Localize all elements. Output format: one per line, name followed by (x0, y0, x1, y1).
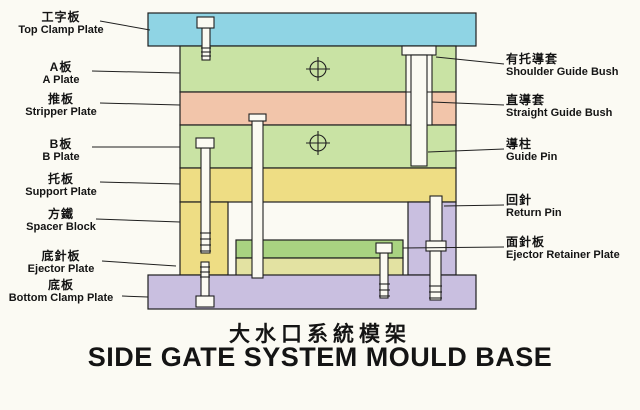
screw-symbol-a-plate (306, 57, 330, 81)
label-spacer-block: 方鐵 Spacer Block (0, 207, 122, 234)
guide-pin-shaft (410, 54, 428, 167)
label-ejector-plate: 底針板 Ejector Plate (0, 249, 122, 276)
leader-return-pin (443, 204, 505, 207)
pin-head (425, 240, 447, 252)
label-straight-guide-bush-zh: 直導套 (506, 93, 546, 107)
label-shoulder-guide-bush-zh: 有托導套 (506, 52, 559, 66)
leader-spacer-block (95, 218, 181, 223)
label-spacer-block-en: Spacer Block (26, 221, 96, 234)
label-stripper-plate-zh: 推板 (47, 92, 74, 106)
label-stripper-plate-en: Stripper Plate (25, 106, 97, 119)
label-ejector-retainer-plate-zh: 面針板 (506, 235, 546, 249)
guide-bush-assembly (401, 45, 437, 167)
label-b-plate: B板 B Plate (0, 137, 122, 164)
label-b-plate-zh: B板 (49, 137, 73, 151)
pin-lower-shaft (429, 250, 442, 301)
ejector-plate-screw (375, 242, 393, 299)
leader-straight-guide-bush (431, 101, 505, 106)
screw-shaft (201, 27, 211, 61)
screw-head (195, 295, 215, 308)
label-guide-pin-zh: 導柱 (506, 137, 533, 151)
return-pin-screw (425, 195, 447, 301)
leader-guide-pin (427, 148, 505, 153)
screw-symbol-b-plate (306, 131, 330, 155)
label-straight-guide-bush-en: Straight Guide Bush (506, 107, 613, 120)
label-ejector-retainer-plate: 面針板 Ejector Retainer Plate (506, 235, 640, 262)
label-straight-guide-bush: 直導套 Straight Guide Bush (506, 93, 640, 120)
label-return-pin: 回針 Return Pin (506, 193, 640, 220)
leader-shoulder-guide-bush (435, 56, 505, 65)
pin-upper-shaft (429, 195, 443, 242)
leader-ejector-retainer-plate (402, 246, 505, 249)
shoulder-bush-flange (401, 45, 437, 56)
pins-and-screws (195, 16, 447, 308)
label-a-plate-en: A Plate (42, 74, 80, 87)
label-stripper-plate: 推板 Stripper Plate (0, 92, 122, 119)
label-ejector-plate-zh: 底針板 (41, 249, 81, 263)
screw-shaft (379, 252, 389, 299)
label-bottom-clamp-plate-zh: 底板 (47, 278, 74, 292)
leader-lines (91, 20, 505, 298)
label-guide-pin-en: Guide Pin (506, 151, 558, 164)
label-b-plate-en: B Plate (42, 151, 80, 164)
label-ejector-plate-en: Ejector Plate (27, 263, 95, 276)
diagram-title-english: SIDE GATE SYSTEM MOULD BASE (87, 342, 553, 372)
screw-head (195, 137, 215, 149)
label-top-clamp-plate-zh: 工字板 (41, 10, 81, 24)
support-plate (179, 167, 457, 203)
label-top-clamp-plate-en: Top Clamp Plate (18, 24, 104, 37)
label-top-clamp-plate: 工字板 Top Clamp Plate (0, 10, 122, 37)
label-return-pin-zh: 回針 (506, 193, 533, 207)
label-return-pin-en: Return Pin (506, 207, 562, 220)
rod-head (248, 113, 267, 122)
leader-stripper-plate (99, 102, 181, 106)
leader-bottom-clamp-plate (121, 295, 149, 298)
label-shoulder-guide-bush-en: Shoulder Guide Bush (506, 66, 619, 79)
assembly-screw-left (195, 137, 215, 254)
label-shoulder-guide-bush: 有托導套 Shoulder Guide Bush (506, 52, 640, 79)
rod-shaft (251, 120, 264, 279)
label-spacer-block-zh: 方鐵 (47, 207, 74, 221)
label-guide-pin: 導柱 Guide Pin (506, 137, 640, 164)
label-support-plate: 托板 Support Plate (0, 172, 122, 199)
cap-screw-top (196, 16, 215, 61)
diagram-title-chinese: 大水口系統模架 (229, 323, 411, 346)
screw-head (196, 16, 215, 29)
label-support-plate-en: Support Plate (25, 186, 97, 199)
label-ejector-retainer-plate-en: Ejector Retainer Plate (506, 249, 620, 262)
label-a-plate-zh: A板 (49, 60, 73, 74)
leader-a-plate (91, 70, 181, 74)
label-support-plate-zh: 托板 (47, 172, 74, 186)
leader-support-plate (99, 181, 181, 185)
center-ejector-rod (248, 113, 267, 279)
bottom-screw-left (195, 261, 215, 308)
label-bottom-clamp-plate-en: Bottom Clamp Plate (8, 292, 114, 305)
leader-ejector-plate (101, 260, 177, 267)
label-a-plate: A板 A Plate (0, 60, 122, 87)
screw-shaft (200, 147, 211, 254)
label-bottom-clamp-plate: 底板 Bottom Clamp Plate (0, 278, 122, 305)
leader-top-clamp-plate (99, 20, 151, 31)
screw-head (375, 242, 393, 254)
